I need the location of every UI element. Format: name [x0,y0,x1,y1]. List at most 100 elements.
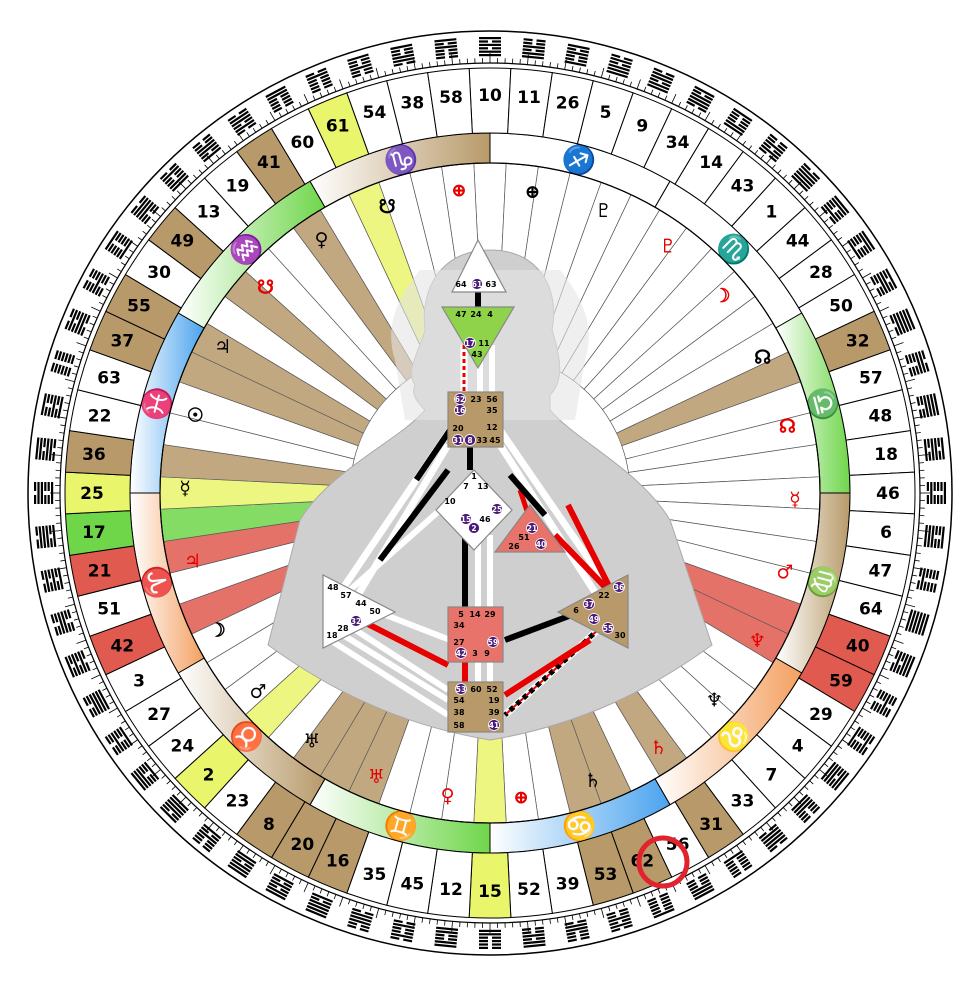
hexagram-icon [265,85,294,113]
degree-tick [534,60,536,66]
gate-label: 16 [326,852,350,872]
degree-tick [742,140,747,146]
degree-tick [269,111,276,121]
degree-tick [215,826,220,832]
hexagram-icon [646,892,675,919]
degree-tick [89,322,95,326]
hexagram-icon [305,892,334,919]
degree-tick [643,894,647,900]
center-gate: 57 [340,591,351,600]
degree-tick [891,646,897,650]
degree-tick [259,123,263,129]
degree-tick [64,603,75,608]
degree-tick [73,618,79,621]
gate-label: 60 [291,133,315,153]
degree-tick [885,660,891,664]
degree-tick [723,127,728,133]
degree-tick [312,885,316,891]
degree-tick [246,132,250,137]
degree-tick [914,559,920,562]
degree-tick [384,910,387,916]
gate-label: 10 [478,86,502,106]
degree-tick [339,79,344,90]
hexagram-icon [847,726,876,756]
planet-icon: ♄ [650,737,667,759]
degree-tick [421,917,424,923]
degree-tick [252,853,257,859]
center-gate: 28 [337,624,349,633]
center-gate: 7 [463,482,469,491]
degree-tick [57,447,63,449]
degree-tick [105,288,111,292]
degree-tick [92,667,98,671]
degree-tick [444,60,446,66]
planet-icon: ♇ [659,235,676,257]
degree-tick [893,342,904,347]
degree-tick [622,79,625,85]
planet-icon: ♀ [441,785,455,807]
degree-tick [78,350,84,354]
degree-tick [760,826,765,832]
planet-icon: ♅ [304,731,321,753]
gate-label: 53 [594,865,618,885]
degree-tick [89,660,95,664]
degree-tick [809,780,814,785]
degree-tick [684,105,688,111]
degree-tick [814,207,819,212]
hexagram-icon [889,649,916,678]
degree-tick [215,154,220,160]
degree-tick [120,262,126,266]
degree-tick [60,559,66,562]
degree-tick [730,132,734,137]
center-gate: 29 [484,610,496,619]
degree-tick [227,836,232,841]
center-gate: 1 [471,472,477,481]
degree-tick [600,67,605,78]
degree-tick [83,336,89,340]
center-gate: 59 [488,638,498,647]
degree-tick [622,901,625,907]
center-gate: 30 [614,631,626,640]
degree-tick [854,262,860,266]
degree-tick [66,394,72,397]
center-gate: 17 [465,339,475,348]
degree-tick [814,774,819,779]
degree-tick [319,92,323,98]
hexagram-icon [820,195,850,225]
degree-tick [748,836,753,841]
degree-tick [571,65,574,71]
gate-label: 25 [80,484,104,504]
hexagram-icon [390,919,416,943]
degree-tick [833,230,838,235]
degree-tick [828,224,834,229]
planet-icon: ☋ [379,196,396,218]
degree-tick [862,707,872,714]
planet-icon: ♃ [214,336,231,358]
degree-tick [711,861,715,867]
degree-tick [278,112,282,118]
gate-label: 3 [133,672,145,692]
center-gate: 16 [455,406,465,415]
degree-tick [691,108,695,114]
degree-tick [698,868,702,874]
degree-tick [600,908,605,919]
gate-label: 55 [127,296,151,316]
degree-tick [166,201,171,206]
degree-tick [888,653,894,657]
gate-label: 28 [809,263,833,283]
degree-tick [777,812,782,817]
planet-icon: ⊕ [524,181,540,203]
degree-tick [872,687,878,691]
hexagram-icon [265,873,294,901]
degree-tick [187,179,192,184]
degree-tick [858,268,864,272]
degree-tick [292,875,296,881]
gate-label: 27 [147,705,171,725]
planet-icon: ♆ [706,690,723,712]
degree-tick [67,387,73,390]
degree-tick [406,65,409,71]
gate-label: 42 [110,636,134,656]
degree-tick [917,447,923,449]
